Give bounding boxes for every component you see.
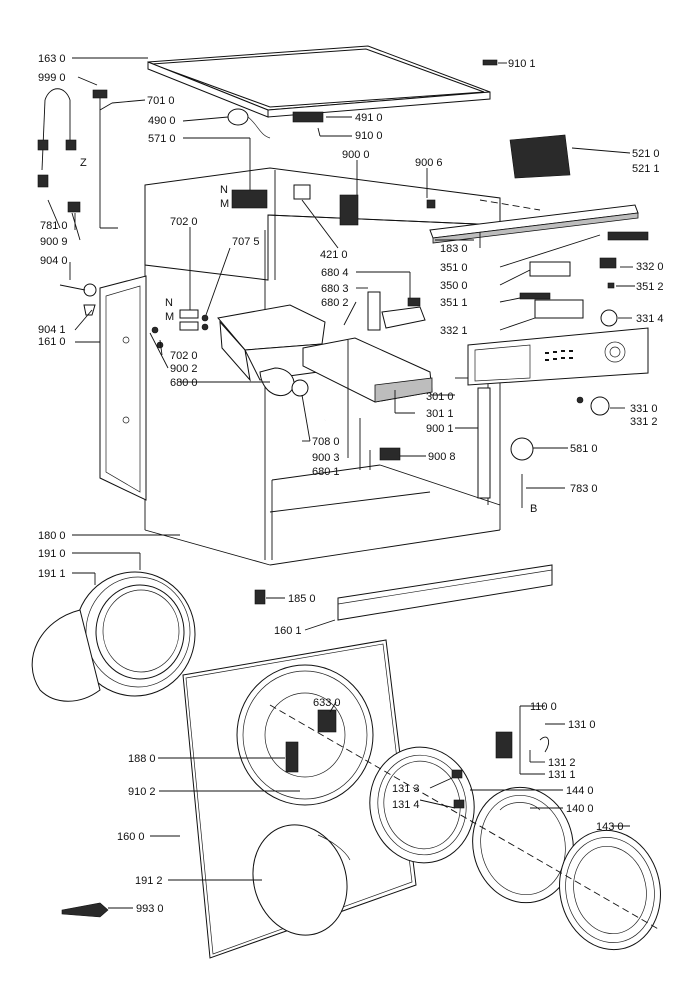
label-680-2: 680 2 (321, 297, 349, 309)
label-191-1: 191 1 (38, 568, 66, 580)
label-331-0: 331 0 (630, 403, 658, 415)
label-185-0: 185 0 (288, 593, 316, 605)
label-910-0: 910 0 (355, 130, 383, 142)
front-panel (182, 639, 417, 959)
label-904-1: 904 1 (38, 324, 66, 336)
label-163-0: 163 0 (38, 53, 66, 65)
label-900-2: 900 2 (170, 363, 198, 375)
letter-m-upper: M (220, 198, 229, 210)
control-panel (467, 327, 649, 386)
label-521-1: 521 1 (632, 163, 660, 175)
label-183-0: 183 0 (440, 243, 468, 255)
part-labels: 163 0 999 0 701 0 490 0 571 0 491 0 910 … (38, 53, 664, 915)
door-glass (472, 786, 574, 904)
label-680-0: 680 0 (170, 377, 198, 389)
letter-n-lower: N (165, 297, 173, 309)
label-680-1: 680 1 (312, 466, 340, 478)
kickplate (337, 564, 553, 621)
drain-hose (291, 379, 329, 421)
label-131-3: 131 3 (392, 783, 420, 795)
label-160-1: 160 1 (274, 625, 302, 637)
door-ring (369, 746, 475, 864)
label-332-1: 332 1 (440, 325, 468, 337)
label-144-0: 144 0 (566, 785, 594, 797)
label-191-0: 191 0 (38, 548, 66, 560)
label-490-0: 490 0 (148, 115, 176, 127)
label-680-3: 680 3 (321, 283, 349, 295)
door-seal (31, 571, 196, 702)
label-191-2: 191 2 (135, 875, 163, 887)
label-521-0: 521 0 (632, 148, 660, 160)
label-707-5: 707 5 (232, 236, 260, 248)
label-910-1: 910 1 (508, 58, 536, 70)
label-421-0: 421 0 (320, 249, 348, 261)
label-680-4: 680 4 (321, 267, 349, 279)
label-351-0: 351 0 (440, 262, 468, 274)
label-160-0: 160 0 (117, 831, 145, 843)
label-188-0: 188 0 (128, 753, 156, 765)
leader-lines (47, 57, 635, 909)
label-783-0: 783 0 (570, 483, 598, 495)
letter-z: Z (80, 157, 87, 169)
label-900-9: 900 9 (40, 236, 68, 248)
label-301-0: 301 0 (426, 391, 454, 403)
top-panel (147, 45, 491, 118)
label-900-8: 900 8 (428, 451, 456, 463)
label-993-0: 993 0 (136, 903, 164, 915)
door-outer (559, 829, 661, 951)
label-999-0: 999 0 (38, 72, 66, 84)
label-701-0: 701 0 (147, 95, 175, 107)
label-350-0: 350 0 (440, 280, 468, 292)
top-rail (429, 204, 639, 244)
label-131-4: 131 4 (392, 799, 420, 811)
label-140-0: 140 0 (566, 803, 594, 815)
label-301-1: 301 1 (426, 408, 454, 420)
rear-panel (99, 275, 147, 501)
label-910-2: 910 2 (128, 786, 156, 798)
label-131-1: 131 1 (548, 769, 576, 781)
label-351-1: 351 1 (440, 297, 468, 309)
label-781-0: 781 0 (40, 220, 68, 232)
label-900-0: 900 0 (342, 149, 370, 161)
label-900-3: 900 3 (312, 452, 340, 464)
label-900-1: 900 1 (426, 423, 454, 435)
label-491-0: 491 0 (355, 112, 383, 124)
label-331-4: 331 4 (636, 313, 664, 325)
label-633-0: 633 0 (313, 697, 341, 709)
label-161-0: 161 0 (38, 336, 66, 348)
label-143-0: 143 0 (596, 821, 624, 833)
label-702-0-top: 702 0 (170, 216, 198, 228)
small-parts (37, 59, 649, 918)
label-900-6: 900 6 (415, 157, 443, 169)
label-131-0: 131 0 (568, 719, 596, 731)
label-180-0: 180 0 (38, 530, 66, 542)
label-708-0: 708 0 (312, 436, 340, 448)
detergent-dispenser (217, 291, 433, 403)
label-131-2: 131 2 (548, 757, 576, 769)
label-351-2: 351 2 (636, 281, 664, 293)
label-581-0: 581 0 (570, 443, 598, 455)
letter-b: B (530, 503, 537, 515)
label-110-0: 110 0 (530, 701, 557, 713)
label-571-0: 571 0 (148, 133, 176, 145)
letter-n-upper: N (220, 184, 228, 196)
letter-m-lower: M (165, 311, 174, 323)
label-331-2: 331 2 (630, 416, 658, 428)
label-904-0: 904 0 (40, 255, 68, 267)
label-332-0: 332 0 (636, 261, 664, 273)
label-702-0-bottom: 702 0 (170, 350, 198, 362)
